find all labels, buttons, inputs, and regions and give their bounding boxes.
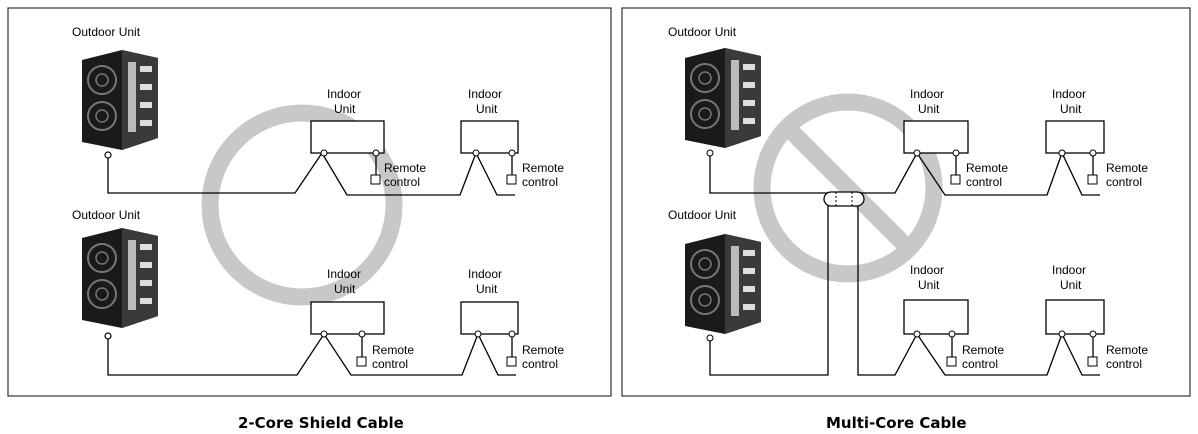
indoor-unit-label-r4: Indoor — [1052, 263, 1086, 277]
remote-label: control — [962, 357, 998, 371]
indoor-unit-label-r4b: Unit — [1060, 278, 1082, 292]
prohibited-icon — [753, 93, 943, 283]
remote-label: Remote — [966, 161, 1008, 175]
indoor-unit-label-l4b: Unit — [476, 282, 498, 296]
wiring-left-bottom — [104, 332, 516, 376]
remote-label: control — [966, 175, 1002, 189]
caption-2-core-shield-cable: 2-Core Shield Cable — [238, 414, 404, 432]
remote-control-icon — [506, 174, 517, 185]
remote-label: control — [522, 357, 558, 371]
remote-label: Remote — [384, 161, 426, 175]
indoor-unit-right-top-2 — [1045, 120, 1105, 154]
indoor-unit-label-l3: Indoor — [327, 267, 361, 281]
remote-label: control — [1106, 357, 1142, 371]
outdoor-unit-label-right-bottom: Outdoor Unit — [668, 208, 737, 222]
indoor-unit-label-r1: Indoor — [910, 87, 944, 101]
multicore-cable-sleeve-icon — [823, 191, 865, 207]
remote-label: control — [1106, 175, 1142, 189]
wiring-left-top — [104, 151, 515, 196]
indoor-unit-label-r3b: Unit — [918, 278, 940, 292]
indoor-unit-label-r2: Indoor — [1052, 87, 1086, 101]
outdoor-unit-label-left-bottom: Outdoor Unit — [72, 208, 141, 222]
caption-multi-core-cable: Multi-Core Cable — [826, 414, 967, 432]
remote-control-icon — [946, 356, 957, 367]
indoor-unit-right-bottom-1 — [903, 299, 969, 335]
remote-label: Remote — [1106, 161, 1148, 175]
indoor-unit-label-l3b: Unit — [334, 282, 356, 296]
outdoor-unit-label-left-top: Outdoor Unit — [72, 25, 141, 39]
remote-label: control — [372, 357, 408, 371]
indoor-unit-left-bottom-2 — [460, 301, 519, 335]
outdoor-unit-right-top — [684, 47, 762, 149]
indoor-unit-left-top-1 — [310, 120, 385, 154]
remote-label: Remote — [1106, 343, 1148, 357]
remote-control-icon — [356, 356, 367, 367]
indoor-unit-label-r1b: Unit — [918, 102, 940, 116]
remote-control-icon — [370, 174, 381, 185]
indoor-unit-right-top-1 — [903, 120, 969, 154]
outdoor-unit-left-top — [81, 49, 159, 151]
wiring-right-multicore — [706, 149, 1100, 376]
indoor-unit-label-r2b: Unit — [1060, 102, 1082, 116]
remote-control-icon — [1087, 356, 1098, 367]
remote-control-icon — [506, 356, 517, 367]
remote-label: Remote — [522, 343, 564, 357]
indoor-unit-left-bottom-1 — [310, 301, 385, 335]
remote-label: control — [522, 175, 558, 189]
right-panel-frame — [621, 7, 1191, 397]
outdoor-unit-label-right-top: Outdoor Unit — [668, 25, 737, 39]
outdoor-unit-left-bottom — [81, 227, 159, 329]
indoor-unit-label-l1: Indoor — [327, 87, 361, 101]
remote-control-icon — [1087, 174, 1098, 185]
allowed-circle-icon — [201, 104, 403, 306]
left-panel-frame — [7, 7, 612, 397]
remote-label: control — [384, 175, 420, 189]
indoor-unit-label-l4: Indoor — [468, 267, 502, 281]
indoor-unit-label-l2: Indoor — [468, 87, 502, 101]
remote-control-icon — [950, 174, 961, 185]
indoor-unit-label-l1b: Unit — [334, 102, 356, 116]
remote-label: Remote — [522, 161, 564, 175]
indoor-unit-label-r3: Indoor — [910, 263, 944, 277]
remote-label: Remote — [962, 343, 1004, 357]
indoor-unit-label-l2b: Unit — [476, 102, 498, 116]
indoor-unit-left-top-2 — [460, 120, 519, 154]
indoor-unit-right-bottom-2 — [1045, 299, 1105, 335]
remote-label: Remote — [372, 343, 414, 357]
outdoor-unit-right-bottom — [684, 233, 762, 335]
